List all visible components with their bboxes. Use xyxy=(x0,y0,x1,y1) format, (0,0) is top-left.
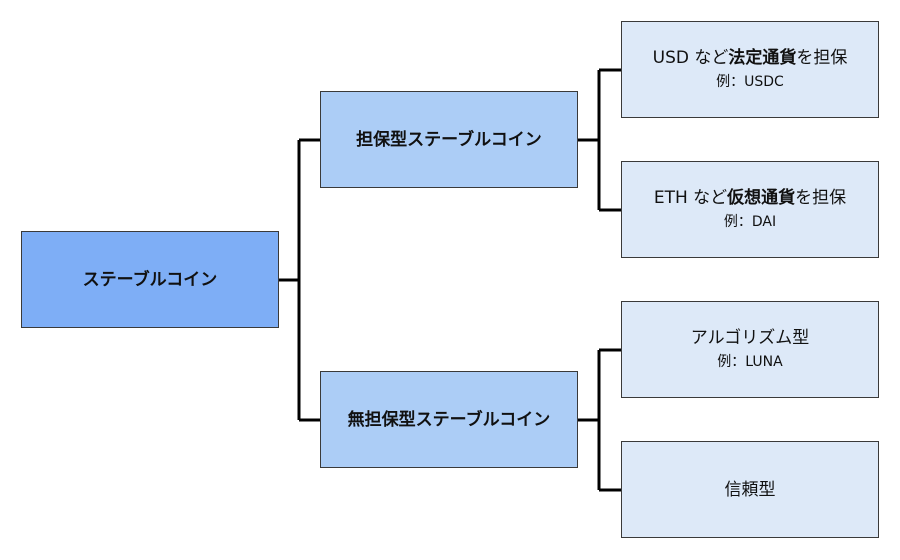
leaf-title-pre: ETH など xyxy=(653,188,728,208)
leaf-title: アルゴリズム型 xyxy=(690,328,810,348)
connector-branch1-to-leaves xyxy=(578,68,621,212)
leaf-title: 信頼型 xyxy=(724,479,776,500)
leaf-title-bold: 仮想通貨 xyxy=(727,188,796,208)
branch-label-bold: 担保型 xyxy=(356,129,408,150)
leaf-title-pre: USD など xyxy=(652,48,729,68)
branch-node-uncollateralized: 無担保型ステーブルコイン xyxy=(320,371,578,468)
branch-label-rest: ステーブルコイン xyxy=(407,129,542,150)
leaf-title: USD など法定通貨を担保 xyxy=(653,47,848,69)
branch-label-bold: 無担保型 xyxy=(347,409,416,430)
leaf-node-trust-based: 信頼型 xyxy=(621,441,879,538)
leaf-example: 例：LUNA xyxy=(717,354,783,370)
leaf-example: 例：USDC xyxy=(716,74,784,90)
leaf-node-algorithmic: アルゴリズム型 例：LUNA xyxy=(621,301,879,398)
connector-root-to-branches xyxy=(279,138,320,422)
leaf-title-post: を担保 xyxy=(796,48,848,68)
leaf-example: 例：DAI xyxy=(723,214,777,230)
leaf-node-crypto-backed: ETH など仮想通貨を担保 例：DAI xyxy=(621,161,879,258)
connector-branch2-to-leaves xyxy=(578,348,621,492)
branch-node-collateralized: 担保型ステーブルコイン xyxy=(320,91,578,188)
leaf-title-bold: 法定通貨 xyxy=(728,48,797,68)
root-label: ステーブルコイン xyxy=(82,269,218,290)
leaf-title: ETH など仮想通貨を担保 xyxy=(654,187,846,209)
leaf-node-fiat-backed: USD など法定通貨を担保 例：USDC xyxy=(621,21,879,118)
root-node-stablecoin: ステーブルコイン xyxy=(21,231,279,328)
branch-label-rest: ステーブルコイン xyxy=(415,409,551,430)
branch-label: 担保型ステーブルコイン xyxy=(356,129,542,151)
branch-label: 無担保型ステーブルコイン xyxy=(348,409,551,431)
leaf-title-post: を担保 xyxy=(795,188,847,208)
